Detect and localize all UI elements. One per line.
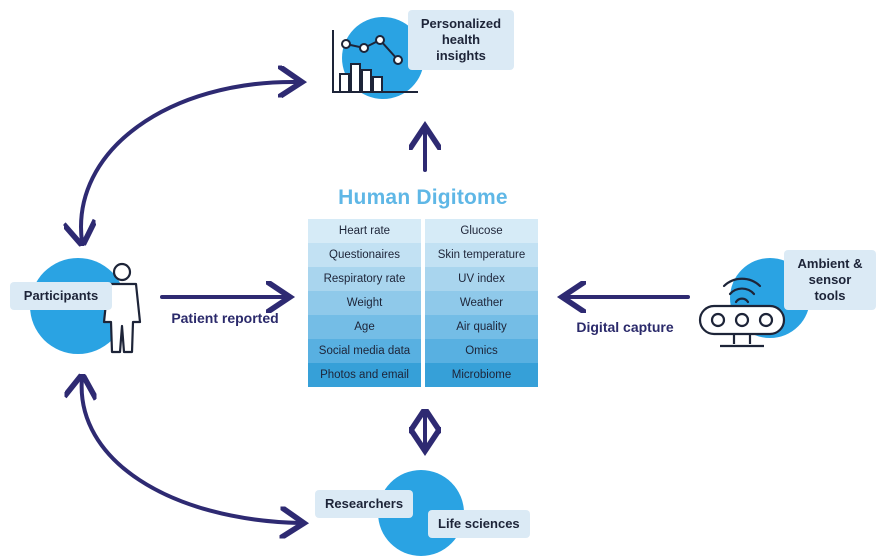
sensors-label: Ambient & sensor tools — [784, 250, 876, 310]
arrow-participants-researchers — [82, 378, 300, 523]
digitome-left-cell: Heart rate — [308, 219, 421, 243]
digitome-left-cell: Weight — [308, 291, 421, 315]
digitome-title: Human Digitome — [338, 186, 508, 209]
digitome-right-cell: Skin temperature — [425, 243, 538, 267]
participants-label: Participants — [10, 282, 112, 310]
digitome-right-cell: UV index — [425, 267, 538, 291]
digitome-right-cell: Weather — [425, 291, 538, 315]
life-sciences-label: Life sciences — [428, 510, 530, 538]
digitome-right-cell: Omics — [425, 339, 538, 363]
insights-label: Personalized health insights — [408, 10, 514, 70]
person-icon — [102, 262, 142, 354]
chart-icon — [332, 30, 418, 93]
digitome-left-cell: Photos and email — [308, 363, 421, 387]
digitome-right-cell: Glucose — [425, 219, 538, 243]
digitome-left-cell: Social media data — [308, 339, 421, 363]
digitome-right-cell: Air quality — [425, 315, 538, 339]
digitome-left-cell: Age — [308, 315, 421, 339]
digitome-left-cell: Respiratory rate — [308, 267, 421, 291]
patient-reported-label: Patient reported — [171, 310, 279, 326]
researchers-label: Researchers — [315, 490, 414, 518]
digital-capture-label: Digital capture — [576, 319, 674, 335]
arrow-participants-insights — [81, 82, 298, 242]
digitome-right-cell: Microbiome — [425, 363, 538, 387]
digitome-left-cell: Questionaires — [308, 243, 421, 267]
sensor-device-icon — [698, 277, 786, 348]
